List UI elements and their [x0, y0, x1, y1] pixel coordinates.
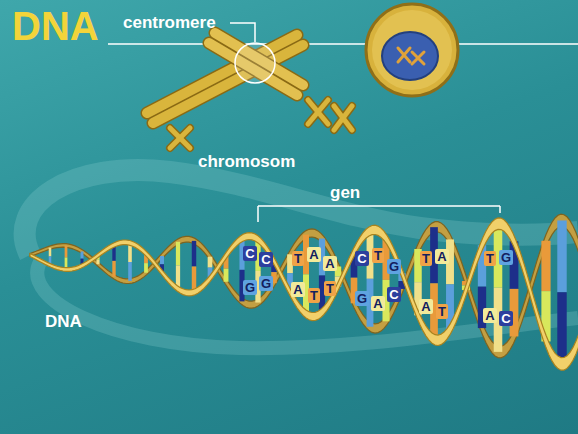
base-letter: T: [420, 251, 432, 266]
base-pair-rung: [128, 262, 132, 281]
base-letter: G: [387, 259, 401, 274]
cell: [366, 4, 458, 96]
base-pair-rung: [49, 248, 52, 257]
base-pair-rung: [557, 292, 566, 364]
base-letter: G: [499, 250, 513, 265]
base-pair-rung: [208, 257, 213, 268]
base-letter: T: [324, 281, 336, 296]
base-letter: T: [308, 288, 320, 303]
title: DNA: [12, 4, 99, 48]
base-letter: A: [419, 299, 432, 314]
base-letter: T: [484, 251, 496, 266]
background-swirl: [25, 170, 578, 348]
base-letter: G: [355, 291, 369, 306]
base-letter: A: [307, 247, 320, 262]
small-chromosomes: [170, 100, 352, 148]
base-letter: T: [372, 248, 384, 263]
base-pair-rung: [224, 269, 229, 282]
base-pair-rung: [81, 251, 84, 258]
leader-line: [230, 23, 255, 42]
centromere-marker: [235, 43, 275, 83]
base-pair-rung: [557, 220, 566, 292]
base-letter: G: [243, 280, 257, 295]
back-strand: [30, 214, 578, 358]
base-pair-rung: [160, 256, 164, 264]
base-letter: A: [371, 296, 384, 311]
base-letter: G: [259, 276, 273, 291]
base-pair-rung: [96, 260, 99, 264]
base-letter: A: [483, 308, 496, 323]
base-letter: T: [292, 251, 304, 266]
base-letter: A: [435, 249, 448, 264]
base-pair-rung: [192, 241, 196, 267]
centromere-label: centromere: [123, 13, 216, 33]
base-pair-rung: [176, 242, 180, 266]
base-letter: C: [499, 311, 512, 326]
chromosome-label: chromosom: [198, 152, 295, 172]
base-letter: C: [355, 251, 368, 266]
base-letter: T: [436, 304, 448, 319]
base-letter: A: [291, 282, 304, 297]
base-letter: C: [243, 246, 256, 261]
base-letter: C: [387, 287, 400, 302]
gene-label: gen: [330, 183, 360, 203]
top-rule: [108, 43, 578, 45]
base-letter: A: [323, 256, 336, 271]
base-pair-rung: [65, 246, 68, 258]
base-pair-rung: [112, 261, 115, 277]
base-letter: C: [259, 252, 272, 267]
double-helix: [30, 214, 578, 370]
base-pair-rung: [541, 241, 550, 291]
chromosome: [147, 33, 303, 123]
base-pair-rung: [144, 263, 148, 273]
gene-bracket: [258, 206, 500, 222]
front-strand: [30, 218, 578, 370]
dna-label: DNA: [45, 312, 82, 332]
